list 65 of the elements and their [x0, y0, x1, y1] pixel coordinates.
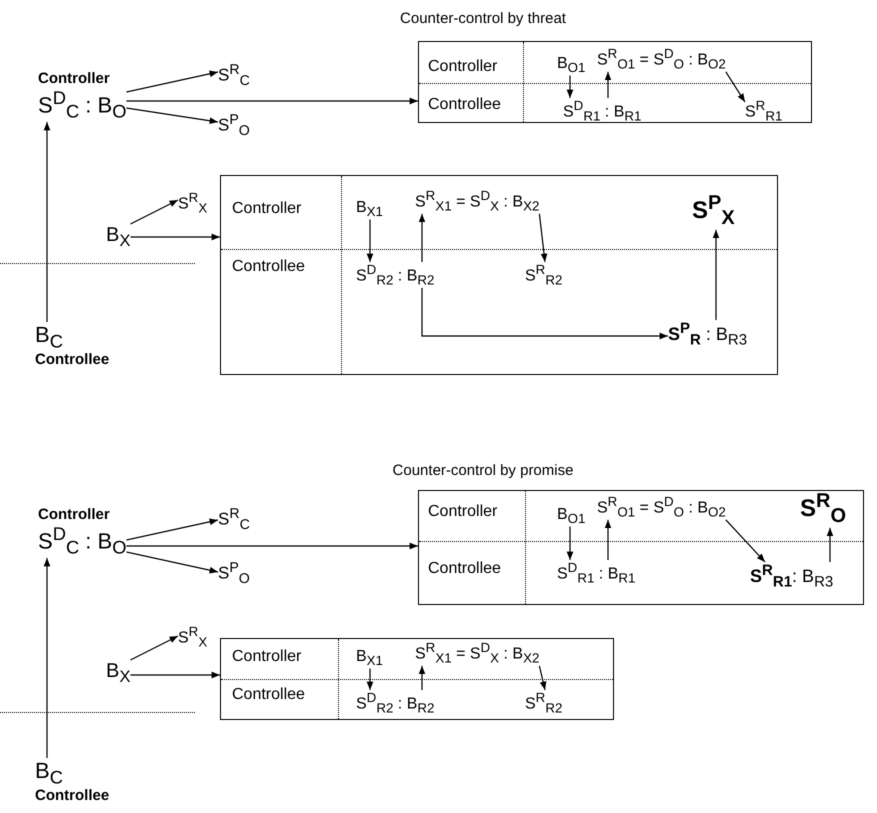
role-heading: Controllee [35, 787, 110, 805]
section-title: Counter-control by promise [392, 462, 574, 479]
arrow [418, 214, 426, 262]
formula-text: S$^{P}$$_{R}$ : B$_{R3}$ [668, 320, 748, 349]
table-panel [220, 638, 614, 720]
row-header: Controllee [232, 258, 305, 276]
formula-text: S$^{R}$$_{R1}$: B$_{R3}$ [750, 562, 834, 591]
arrow [130, 234, 220, 240]
arrow [44, 122, 50, 322]
arrow [826, 528, 834, 562]
formula-text: S$^{D}$$_{R2}$ : B$_{R2}$ [356, 262, 434, 288]
arrow [126, 518, 218, 541]
formula-text: B$_{X}$ [106, 660, 130, 686]
arrow [130, 635, 178, 661]
formula-text: B$_{X1}$ [356, 199, 383, 220]
role-heading: Controller [38, 506, 111, 524]
table-panel [418, 490, 864, 605]
arrow [126, 551, 218, 574]
row-header: Controllee [232, 686, 305, 704]
row-header: Controllee [428, 560, 501, 578]
formula-text: B$_{X}$ [106, 224, 130, 250]
formula-text: B$_{C}$ [35, 758, 64, 788]
formula-text: S$^{R}$$_{O1}$ = S$^{D}$$_{O}$ : B$_{O2}$ [597, 46, 726, 72]
formula-text: S$^{D}$$_{C}$ : B$_{O}$ [38, 523, 126, 558]
formula-text: S$^{R}$$_{X1}$ = S$^{D}$$_{X}$ : B$_{X2}$ [415, 640, 540, 666]
formula-text: B$_{O1}$ [557, 506, 586, 526]
role-heading: Controllee [35, 351, 110, 369]
row-header: Controller [428, 503, 498, 522]
row-header: Controllee [428, 96, 501, 114]
formula-text: B$_{O1}$ [557, 55, 586, 76]
arrow [538, 214, 548, 262]
arrow [538, 666, 546, 690]
section-title: Counter-control by threat [400, 10, 566, 27]
table-panel [418, 41, 812, 123]
arrow [44, 558, 50, 758]
formula-text: S$^{D}$$_{C}$ : B$_{O}$ [38, 87, 126, 122]
arrow [712, 230, 720, 320]
formula-text: S$^{D}$$_{R1}$ : B$_{R1}$ [563, 98, 642, 124]
arrow [126, 107, 218, 124]
formula-text: S$^{R}$$_{O1}$ = S$^{D}$$_{O}$ : B$_{O2}$ [597, 494, 726, 520]
formula-text: S$^{D}$$_{R2}$ : B$_{R2}$ [356, 690, 434, 716]
role-heading: Controller [38, 70, 111, 88]
arrow [725, 519, 766, 562]
arrow [126, 542, 418, 550]
arrow [366, 220, 374, 262]
arrow [566, 76, 574, 98]
arrow [604, 520, 612, 560]
arrow [130, 199, 178, 225]
arrow [566, 526, 574, 560]
arrow [126, 98, 418, 104]
arrow [418, 666, 426, 690]
arrow [126, 70, 218, 93]
row-header: Controller [232, 648, 302, 666]
formula-text: B$_{C}$ [35, 322, 64, 352]
table-panel [220, 175, 778, 375]
row-header: Controller [428, 58, 498, 76]
arrow [421, 288, 668, 340]
arrow [604, 72, 612, 98]
formula-text: S$^{D}$$_{R1}$ : B$_{R1}$ [557, 560, 636, 586]
formula-text: S$^{R}$$_{X1}$ = S$^{D}$$_{X}$ : B$_{X2}$ [415, 188, 540, 214]
formula-text: B$_{X1}$ [356, 648, 383, 668]
arrow [725, 72, 746, 102]
arrow [366, 668, 374, 690]
row-header: Controller [232, 200, 302, 218]
arrow [130, 672, 220, 678]
